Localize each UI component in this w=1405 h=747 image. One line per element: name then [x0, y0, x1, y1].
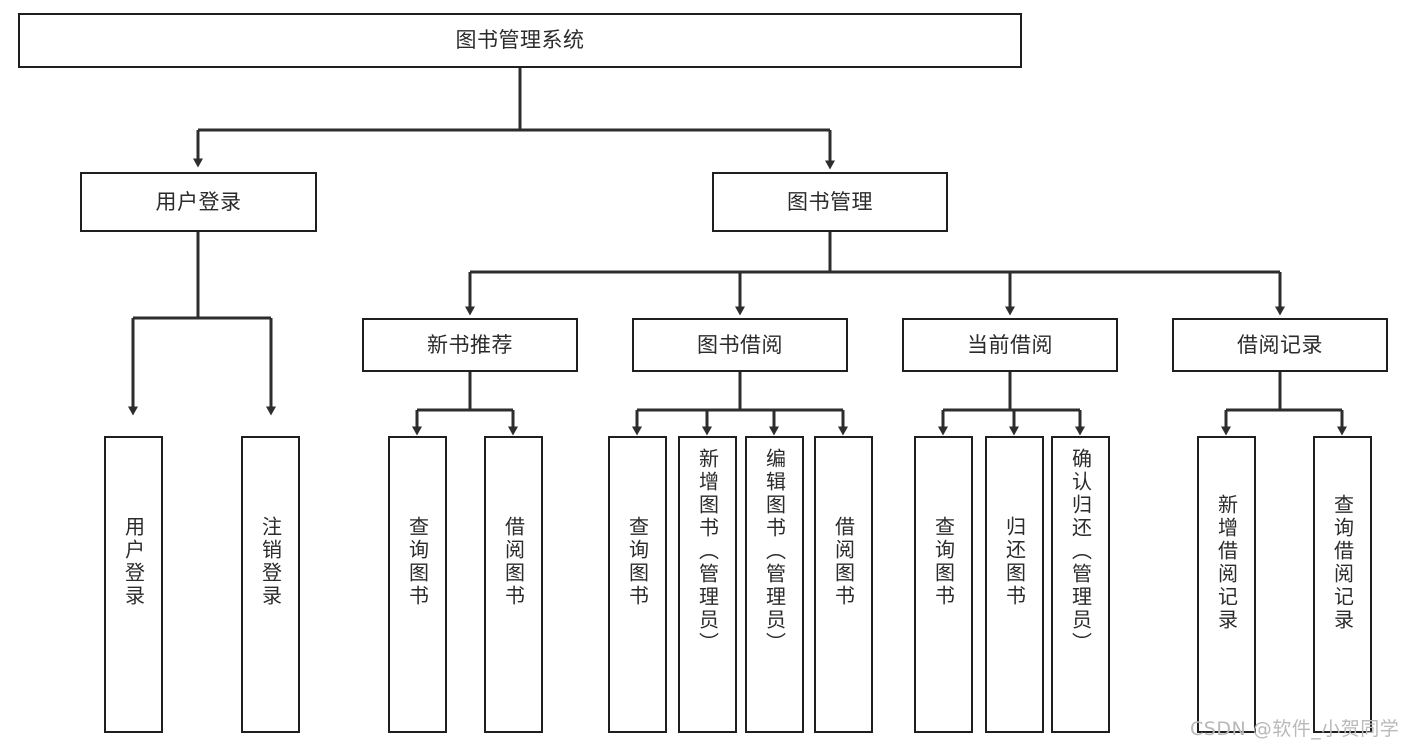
node-label: 借阅记录 [1237, 332, 1323, 357]
node-label: 查询借阅记录 [1330, 494, 1355, 632]
node-label: 用户登录 [121, 516, 146, 608]
node-leaf-new-book-borrow[interactable]: 借阅图书 [484, 436, 543, 733]
node-root-book-management-system[interactable]: 图书管理系统 [18, 13, 1022, 68]
node-label: 确认归还（管理员） [1068, 448, 1093, 655]
node-label: 借阅图书 [831, 516, 856, 608]
node-leaf-borrow-add-book-admin[interactable]: 新增图书（管理员） [678, 436, 737, 733]
node-leaf-current-confirm-return-admin[interactable]: 确认归还（管理员） [1051, 436, 1110, 733]
node-leaf-current-query-book[interactable]: 查询图书 [914, 436, 973, 733]
csdn-watermark: CSDN @软件_小贺同学 [1190, 718, 1400, 740]
node-leaf-borrow-edit-book-admin[interactable]: 编辑图书（管理员） [745, 436, 804, 733]
node-label: 查询图书 [405, 516, 430, 608]
node-user-login[interactable]: 用户登录 [80, 172, 317, 232]
node-leaf-record-query-record[interactable]: 查询借阅记录 [1313, 436, 1372, 733]
node-label: 用户登录 [155, 189, 242, 214]
node-label: 注销登录 [258, 516, 283, 608]
node-leaf-user-login-login[interactable]: 用户登录 [104, 436, 163, 733]
node-label: 查询图书 [625, 516, 650, 608]
node-label: 新增图书（管理员） [695, 448, 720, 655]
node-label: 图书管理 [787, 189, 873, 214]
node-book-management[interactable]: 图书管理 [712, 172, 948, 232]
node-leaf-user-login-logout[interactable]: 注销登录 [241, 436, 300, 733]
node-leaf-new-book-query[interactable]: 查询图书 [388, 436, 447, 733]
node-leaf-borrow-borrow-book[interactable]: 借阅图书 [814, 436, 873, 733]
node-book-borrow[interactable]: 图书借阅 [632, 318, 848, 372]
node-label: 编辑图书（管理员） [762, 448, 787, 655]
node-label: 当前借阅 [967, 332, 1053, 357]
node-borrow-record[interactable]: 借阅记录 [1172, 318, 1388, 372]
node-label: 图书借阅 [697, 332, 783, 357]
node-leaf-current-return-book[interactable]: 归还图书 [985, 436, 1044, 733]
node-current-borrow[interactable]: 当前借阅 [902, 318, 1118, 372]
node-label: 新增借阅记录 [1214, 494, 1239, 632]
node-label: 查询图书 [931, 516, 956, 608]
node-label: 借阅图书 [501, 516, 526, 608]
node-label: 新书推荐 [427, 332, 513, 357]
node-leaf-borrow-query-book[interactable]: 查询图书 [608, 436, 667, 733]
node-label: 归还图书 [1002, 516, 1027, 608]
node-label: 图书管理系统 [455, 28, 585, 53]
node-new-book-recommend[interactable]: 新书推荐 [362, 318, 578, 372]
node-leaf-record-add-record[interactable]: 新增借阅记录 [1197, 436, 1256, 733]
